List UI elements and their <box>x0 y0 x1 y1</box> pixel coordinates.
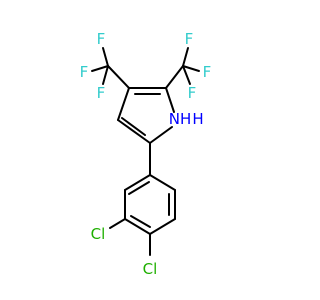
bond-cf3a-f-down <box>102 65 109 85</box>
bond-ph-1-2-inner <box>128 181 150 195</box>
bond-cf3a-f-left <box>91 65 109 72</box>
bond-c-cl-meta <box>109 218 126 229</box>
bonds <box>91 47 200 256</box>
bond-ph-3-4-inner <box>130 215 151 228</box>
atom-labels: F F F F F F NH H Cl Cl <box>80 30 212 278</box>
atom-fluorine: F <box>97 84 106 102</box>
bond-c4-c3 <box>117 87 130 121</box>
atom-nitrogen-nh: NH <box>169 110 192 128</box>
atom-chlorine: Cl <box>91 225 106 243</box>
bond-n-c5 <box>149 126 173 144</box>
atom-fluorine: F <box>188 84 197 102</box>
bond-ph-3-4 <box>124 218 151 235</box>
atom-fluorine: F <box>185 30 194 48</box>
bond-cf3b-f-top <box>182 47 189 67</box>
atom-fluorine: F <box>80 63 89 81</box>
bond-cf3a-f-top <box>102 47 109 67</box>
bond-ph-6-1 <box>149 174 176 191</box>
bond-c2-n <box>165 87 175 113</box>
bond-cf3b-f-right <box>182 65 200 72</box>
bond-ph-4-5 <box>149 218 176 235</box>
atom-hydrogen: H <box>192 110 203 128</box>
bond-c2-cf3b <box>165 65 184 89</box>
atom-fluorine: F <box>97 30 106 48</box>
bond-ph-1-2 <box>124 174 151 191</box>
molecule-structure-diagram: F F F F F F NH H Cl Cl <box>79 30 212 278</box>
atom-chlorine: Cl <box>143 260 158 278</box>
bond-c5-c4 <box>117 119 151 144</box>
bond-c3-cf3a <box>107 65 130 89</box>
bond-cf3b-f-down <box>182 65 191 85</box>
bond-c5-c4-inner <box>121 117 146 136</box>
atom-fluorine: F <box>203 63 212 81</box>
